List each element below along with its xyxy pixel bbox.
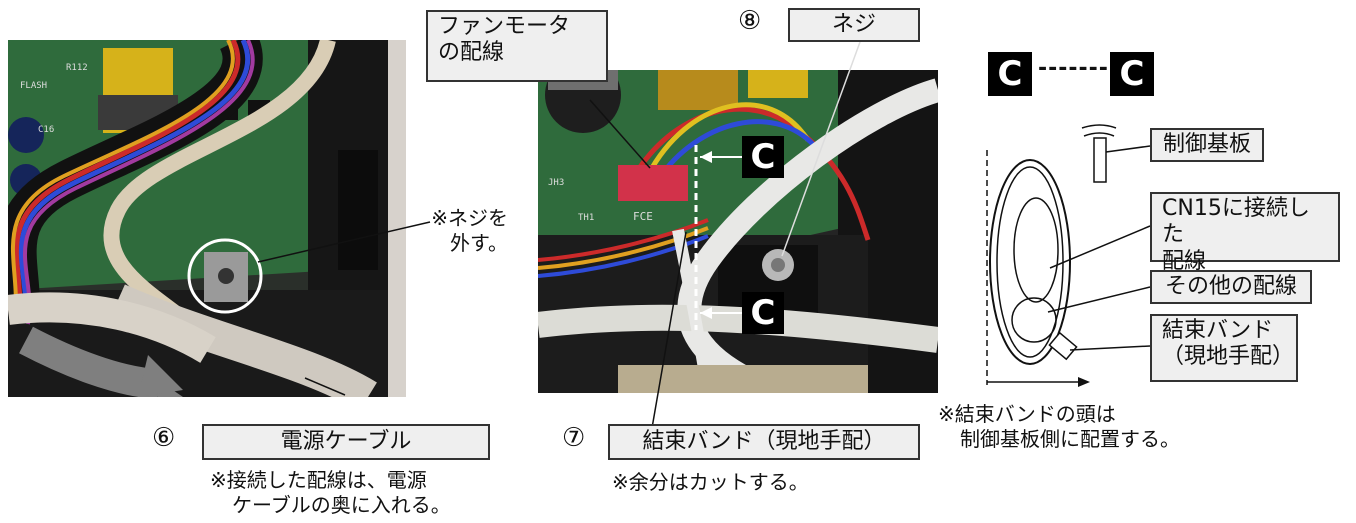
mid-board-text-jh3: JH3 [548,178,564,188]
cable-tie-diagram-label: 結束バンド （現地手配） [1150,314,1298,382]
board-text-flash: FLASH [20,81,47,91]
cn15-wiring-label: CN15に接続した 配線 [1150,192,1340,274]
screw-note-line-2: 外す。 [450,231,508,255]
section-dashes: ------- [1038,56,1109,81]
board-text-c16: C16 [38,125,54,135]
screw-label: ネジ [788,8,920,42]
middle-c-marker-top: C [742,136,784,178]
section-c-right: C [1110,52,1154,96]
fan-label-line-1: ファンモータ [438,14,571,39]
screw-remove-note: ※ネジを 外す。 [428,206,508,256]
step-number-6: ⑥ [152,423,176,453]
middle-c-marker-bottom: C [742,292,784,334]
tie-head-note: ※結束バンドの頭は 制御基板側に配置する。 [938,402,1180,452]
screw-note-line-1: ※ネジを [431,206,508,230]
cut-excess-note: ※余分はカットする。 [612,470,809,494]
tie-head-note-line-2: 制御基板側に配置する。 [960,427,1180,451]
middle-photo: JH3 TH1 FCE [538,70,938,393]
cable-tie-label: 結束バンド（現地手配） [608,424,920,460]
cn15-label-line-2: 配線 [1162,248,1207,274]
power-cable-note-line-2: ケーブルの奥に入れる。 [232,493,451,517]
power-cable-note-line-1: ※接続した配線は、電源 [210,468,427,492]
left-photo: FLASH R112 C16 [8,40,406,397]
step-number-8: ⑧ [738,6,762,36]
tie-label-line-2: （現地手配） [1162,344,1295,370]
tie-label-line-1: 結束バンド [1162,318,1274,343]
control-board-label: 制御基板 [1150,128,1264,162]
fan-motor-wiring-label: ファンモータ の配線 [426,10,608,82]
tie-head-note-line-1: ※結束バンドの頭は [938,402,1116,426]
cn15-label-line-1: CN15に接続した [1162,196,1310,248]
mid-board-text-th1: TH1 [578,213,594,223]
section-c-left: C [988,52,1032,96]
mid-board-text-fce: FCE [633,210,653,223]
fan-label-line-2: の配線 [438,40,505,66]
power-cable-label: 電源ケーブル [202,424,490,460]
power-cable-note: ※接続した配線は、電源 ケーブルの奥に入れる。 [210,468,451,518]
step-number-7: ⑦ [562,423,586,453]
other-wiring-label: その他の配線 [1150,270,1312,304]
board-text-r112: R112 [66,63,88,73]
